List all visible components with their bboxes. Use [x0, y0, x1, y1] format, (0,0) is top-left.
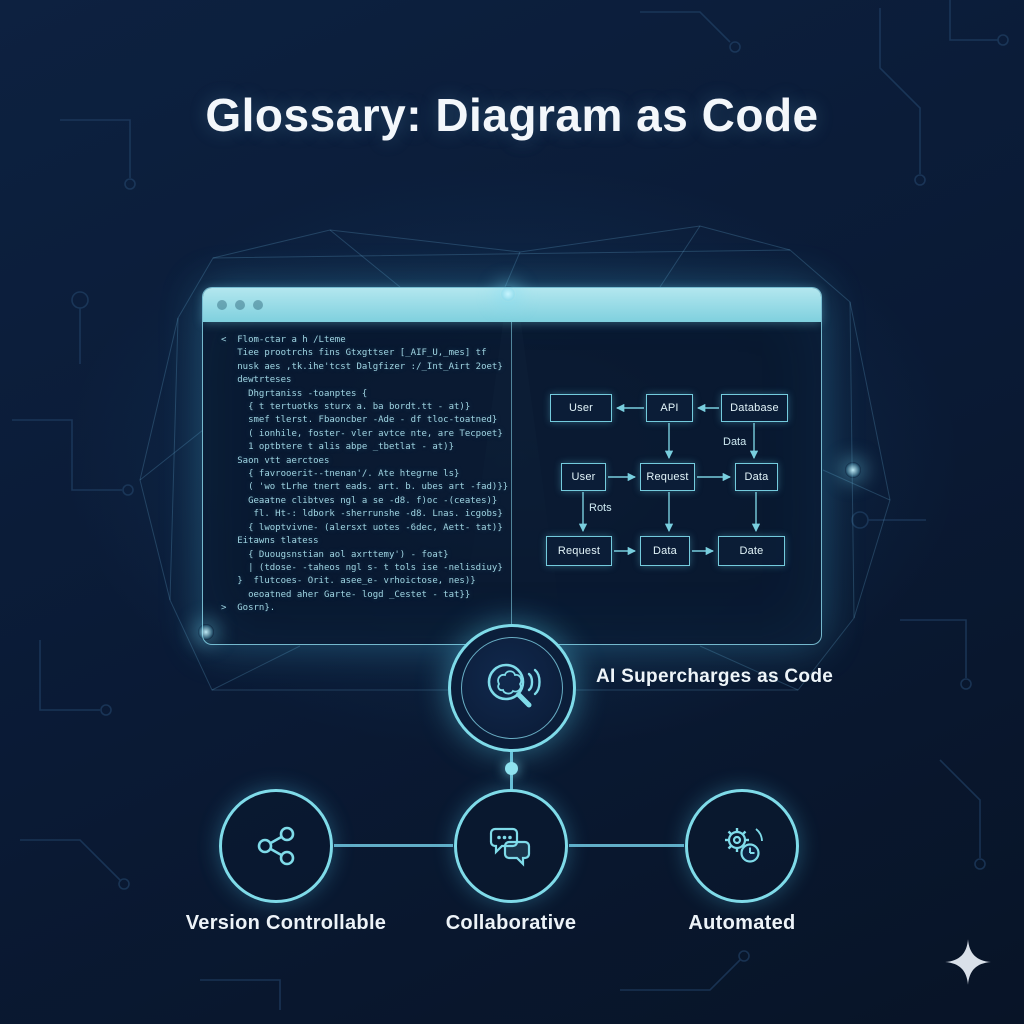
code-line: { t tertuotks sturx a. ba bordt.tt - at)…	[221, 402, 471, 413]
code-pane: < Flom-ctar a h /Lteme Tiee prootrchs fi…	[203, 322, 512, 645]
flow-edge-label-data: Data	[723, 436, 747, 448]
magnifier-brain-icon	[487, 663, 541, 708]
code-line: fl. Ht-: ldbork -sherrunshe -d8. Lnas. i…	[221, 509, 503, 520]
flow-node-user: User	[550, 394, 612, 422]
window-control-dot	[235, 300, 245, 310]
code-line: < Flom-ctar a h /Lteme	[221, 335, 346, 345]
browser-window: < Flom-ctar a h /Lteme Tiee prootrchs fi…	[202, 287, 822, 645]
diagram-pane: User API Database Data User Request Data…	[512, 322, 821, 645]
ai-badge-inner-ring	[461, 637, 563, 739]
ai-badge	[448, 624, 576, 752]
badge-connector-dot	[505, 762, 518, 775]
feature-label-collaborative: Collaborative	[445, 912, 577, 934]
flow-node-database: Database	[721, 394, 788, 422]
flow-node-api: API	[646, 394, 693, 422]
glow-dot	[198, 624, 214, 640]
code-line: Saon vtt aerctoes	[221, 455, 330, 466]
flow-node-data-2: Data	[640, 536, 690, 566]
code-line: smef tlerst. Fbaoncber -Ade - df tloc-to…	[221, 415, 498, 426]
feature-label-version: Version Controllable	[185, 912, 387, 934]
feature-circle-automated	[685, 789, 799, 903]
code-line: { Duougsnstian aol axrttemy') - foat}	[221, 549, 449, 560]
feature-circle-version	[219, 789, 333, 903]
flow-node-user-2: User	[561, 463, 606, 491]
window-control-dot	[217, 300, 227, 310]
code-line: dewtrteses	[221, 375, 292, 386]
glow-dot	[845, 462, 861, 478]
flow-arrows	[578, 403, 761, 556]
code-line: > Gosrn}.	[221, 603, 276, 614]
feature-connector-line	[334, 844, 453, 847]
share-nodes-icon	[257, 826, 295, 866]
glow-dot	[500, 286, 516, 302]
code-line: Eitawns tlatess	[221, 536, 319, 547]
feature-connector-line	[569, 844, 684, 847]
code-line: oeoatned aher Garte- logd _Cestet - tat}…	[221, 589, 471, 600]
flow-node-request-2: Request	[546, 536, 612, 566]
code-line: Tiee prootrchs fins Gtxgttser [_AIF_U,_m…	[221, 348, 487, 359]
flow-node-date: Date	[718, 536, 785, 566]
page-title: Glossary: Diagram as Code	[205, 89, 819, 141]
sparkle-icon	[945, 939, 991, 985]
code-line: | (tdose- -taheos ngl s- t tols ise -nel…	[221, 562, 503, 573]
chat-bubbles-icon	[489, 827, 531, 867]
flow-node-data: Data	[735, 463, 778, 491]
code-line: { favrooerit--tnenan'/. Ate htegrne ls}	[221, 469, 460, 480]
code-line: { lwoptvivne- (alersxt uotes -6dec, Aett…	[221, 522, 503, 533]
flow-edge-label-rots: Rots	[589, 502, 612, 514]
code-line: ( 'wo tLrhe tnert eads. art. b. ubes art…	[221, 482, 509, 493]
code-line: ( ionhile, foster- vler avtce nte, are T…	[221, 428, 503, 439]
code-line: } flutcoes- Orit. asee_e- vrhoictose, ne…	[221, 576, 476, 587]
window-control-dot	[253, 300, 263, 310]
gear-clock-icon	[725, 828, 763, 863]
flow-node-request: Request	[640, 463, 695, 491]
code-line: 1 optbtere t alis abpe _tbetlat - at)}	[221, 442, 454, 453]
code-line: nusk aes ,tk.ihe'tcst Dalgfizer :/_Int_A…	[221, 361, 503, 372]
feature-label-automated: Automated	[688, 912, 796, 934]
ai-caption: AI Supercharges as Code	[596, 666, 834, 687]
code-line: Dhgrtaniss -toanptes {	[221, 388, 368, 399]
window-body: < Flom-ctar a h /Lteme Tiee prootrchs fi…	[203, 322, 821, 645]
code-line: Geaatne clibtves ngl a se -d8. f)oc -(ce…	[221, 495, 498, 506]
feature-circle-collaborative	[454, 789, 568, 903]
